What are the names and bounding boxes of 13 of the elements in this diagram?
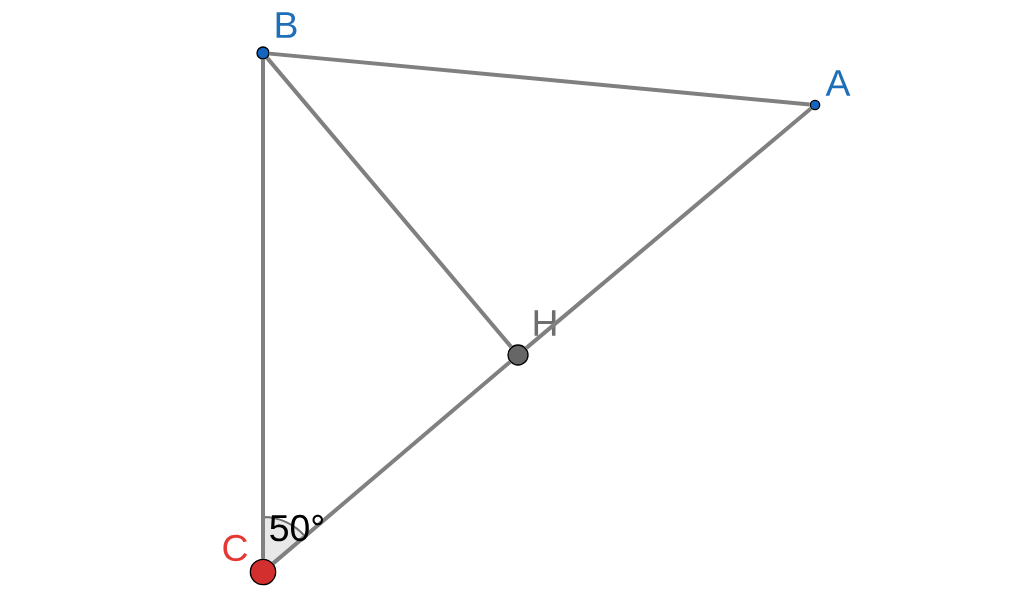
point-label: A bbox=[825, 70, 851, 96]
line-segment bbox=[261, 59, 265, 559]
point bbox=[809, 99, 821, 111]
line-segment bbox=[265, 56, 513, 349]
line-segment bbox=[269, 51, 810, 107]
point-label: C bbox=[223, 534, 248, 562]
point-label: B bbox=[276, 12, 297, 38]
point bbox=[507, 344, 529, 366]
point bbox=[249, 558, 277, 586]
point bbox=[256, 46, 270, 60]
angle-label: 50° bbox=[270, 514, 323, 542]
line-segment bbox=[271, 360, 512, 565]
line-segment bbox=[524, 106, 813, 350]
